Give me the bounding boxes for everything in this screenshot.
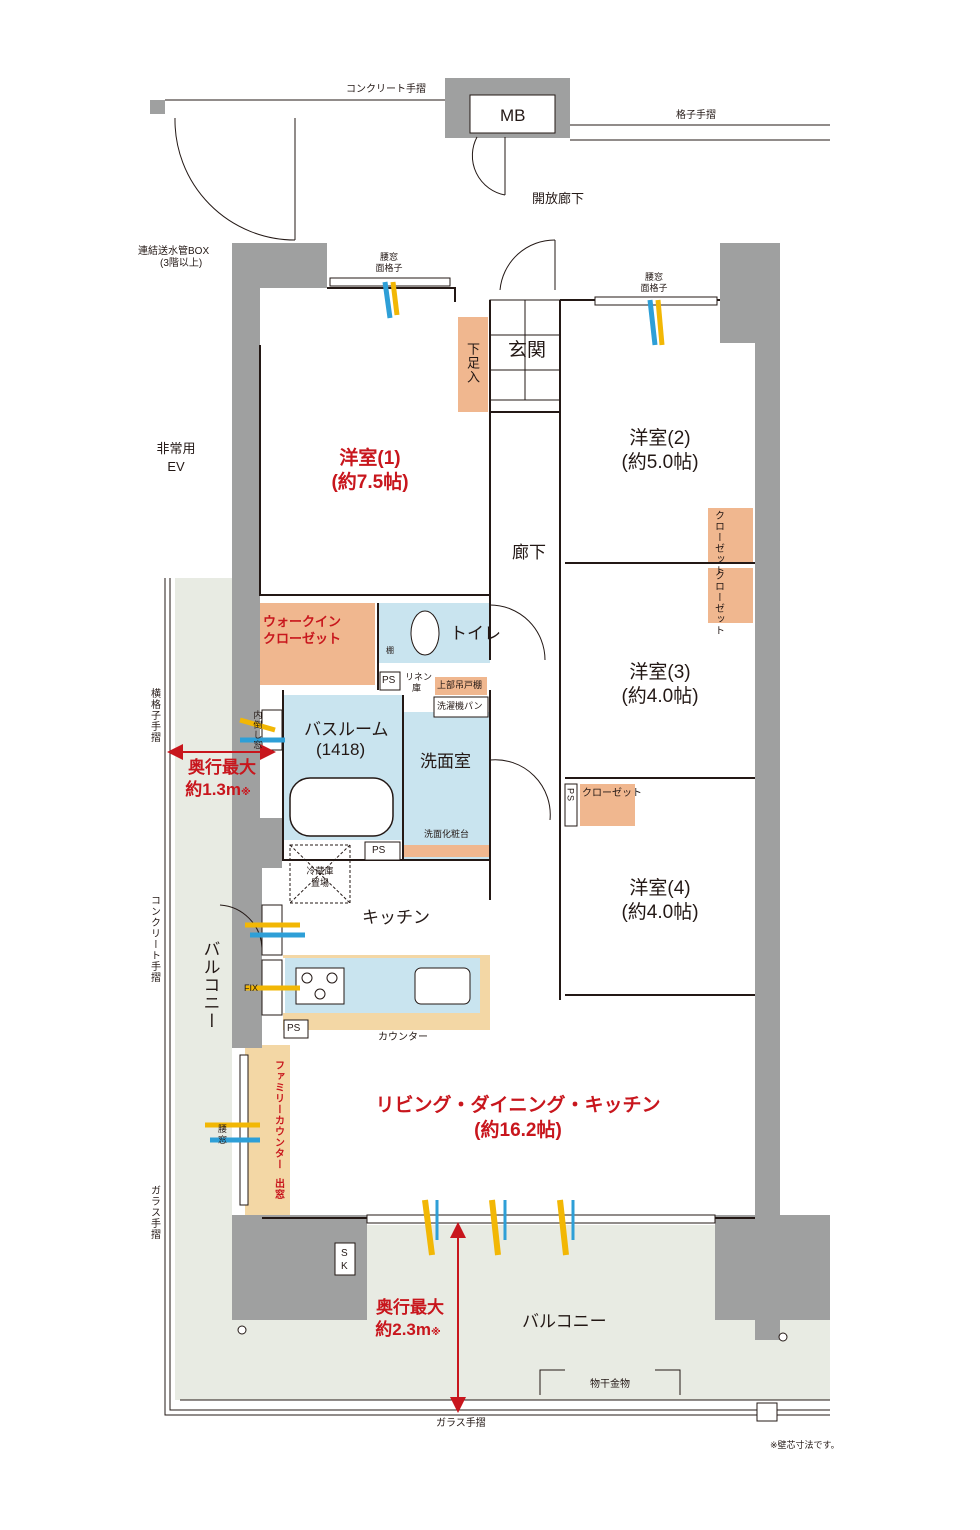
- waist-window-1-label-2: 面格子: [375, 263, 403, 273]
- ventilation-markers: [205, 281, 665, 1256]
- fridge-label-2: 置場: [310, 878, 330, 888]
- washer-pan: [433, 696, 489, 718]
- closet-2-label: クローゼット: [712, 510, 724, 576]
- left-depth-number: 約1.3m: [185, 780, 242, 799]
- kitchen-label: キッチン: [362, 908, 430, 927]
- closet-3-label: クローゼット: [712, 570, 724, 636]
- upper-cabinet: [435, 677, 487, 695]
- left-depth-title: 奥行最大: [188, 758, 256, 777]
- family-counter: [245, 1045, 290, 1217]
- washroom-label: 洗面室: [420, 752, 471, 771]
- washroom-area: [404, 712, 490, 860]
- bottom-depth-number: 約2.3m: [375, 1320, 432, 1339]
- linen-label-2: 庫: [412, 683, 422, 693]
- open-corridor-label: 開放廊下: [532, 191, 585, 206]
- bathtub: [289, 777, 394, 837]
- room-western-2-size: (約5.0帖): [621, 452, 699, 473]
- bottom-depth-title: 奥行最大: [376, 1298, 444, 1317]
- bottom-depth-value: 約2.3m※: [375, 1320, 440, 1340]
- upper-cabinet-label: 上部吊戸棚: [437, 680, 483, 690]
- room-western-4-name: 洋室(4): [629, 878, 691, 899]
- sk-label-2: K: [341, 1261, 348, 1272]
- ps-boxes: [283, 671, 578, 1039]
- concrete-rail-left-label: コンクリート手摺: [148, 895, 160, 983]
- shoe-box: [458, 317, 488, 412]
- family-counter-label: ファミリーカウンター: [272, 1060, 284, 1170]
- fixtures-misc: [237, 1325, 788, 1422]
- dimension-arrows: [167, 744, 466, 1413]
- fridge-label-1: 冷蔵庫: [306, 866, 334, 876]
- railings: [164, 99, 830, 1416]
- balcony-bottom-label: バルコニー: [522, 1312, 607, 1331]
- waist-window-1-label-1: 腰窓: [379, 252, 399, 262]
- ps-label-2: PS: [372, 845, 386, 856]
- room-western-1-name: 洋室(1): [339, 448, 401, 469]
- left-balcony: [175, 578, 245, 1225]
- balcony-left-label: バルコニー: [200, 940, 220, 1030]
- toilet-label: トイレ: [450, 624, 501, 643]
- counter-label: カウンター: [378, 1032, 428, 1043]
- doors: [174, 117, 681, 1395]
- bay-window-label: 出窓: [272, 1178, 284, 1200]
- waist-window-3-label-1: 腰: [218, 1124, 228, 1134]
- room-western-4-size: (約4.0帖): [621, 902, 699, 923]
- closet-4-label: クローゼット: [582, 788, 642, 799]
- sk-label-1: S: [341, 1248, 348, 1259]
- entrance-label: 玄関: [508, 340, 547, 361]
- fix-label: FIX: [244, 983, 259, 993]
- walk-in-closet: [257, 603, 375, 685]
- room-western-3-name: 洋室(3): [629, 662, 691, 683]
- mb-label: MB: [500, 106, 526, 125]
- vanity-counter: [404, 845, 490, 857]
- walk-in-closet-label-1: ウォークイン: [262, 614, 342, 629]
- left-depth-mark: ※: [241, 787, 251, 798]
- concrete-rail-top-label: コンクリート手摺: [346, 84, 426, 95]
- laundry-hardware-label: 物干金物: [590, 1379, 630, 1390]
- ps-label-3: PS: [287, 1023, 301, 1034]
- sk-sink: [334, 1242, 356, 1276]
- room-ldk-name: リビング・ダイニング・キッチン: [375, 1095, 661, 1116]
- closet-3: [708, 568, 753, 623]
- washer-pan-label: 洗濯機パン: [437, 701, 483, 711]
- glass-rail-left-label: ガラス手摺: [148, 1185, 160, 1240]
- inner-tilt-window-label: 内倒し窓: [252, 710, 263, 750]
- waist-window-2-label-1: 腰窓: [644, 272, 664, 282]
- mb-box: [469, 94, 556, 134]
- kitchen-fixtures: [295, 967, 471, 1005]
- ps-label-4: PS: [565, 788, 576, 803]
- room-western-2-name: 洋室(2): [629, 428, 691, 449]
- bathroom-size: (1418): [316, 740, 366, 759]
- room-ldk-size: (約16.2帖): [474, 1120, 562, 1141]
- hallway-label: 廊下: [512, 543, 546, 562]
- room-western-1-size: (約7.5帖): [331, 472, 409, 493]
- waist-window-3-label-2: 窓: [218, 1135, 228, 1145]
- toilet-bowl: [410, 610, 440, 656]
- bathroom-label: バスルーム: [304, 720, 389, 739]
- pipe-box-label: 連結送水管BOX: [138, 246, 210, 257]
- room-western-3-size: (約4.0帖): [621, 686, 699, 707]
- emergency-ev-label-1: 非常用: [156, 441, 196, 456]
- horizontal-lattice-rail-label: 横格子手摺: [148, 688, 160, 743]
- bottom-depth-mark: ※: [431, 1327, 441, 1338]
- fridge-space: [289, 844, 351, 904]
- ps-label-1: PS: [382, 675, 396, 686]
- pipe-box-note: (3階以上): [160, 258, 203, 269]
- shelf-label: 棚: [386, 646, 394, 655]
- linen-label-1: リネン: [405, 672, 433, 682]
- shoe-box-label: 下足入: [464, 342, 480, 384]
- footnote: ※壁芯寸法です。: [770, 1440, 840, 1450]
- vanity-label: 洗面化粧台: [424, 829, 470, 839]
- closet-4: [580, 784, 635, 826]
- glass-rail-bottom-label: ガラス手摺: [436, 1418, 486, 1429]
- lattice-rail-top-label: 格子手摺: [676, 110, 716, 121]
- waist-window-2-label-2: 面格子: [640, 283, 668, 293]
- walk-in-closet-label-2: クローゼット: [262, 631, 342, 646]
- closet-2: [708, 508, 753, 563]
- left-depth-value: 約1.3m※: [185, 780, 250, 800]
- emergency-ev-label-2: EV: [167, 459, 185, 474]
- entrance-floor: [489, 299, 561, 401]
